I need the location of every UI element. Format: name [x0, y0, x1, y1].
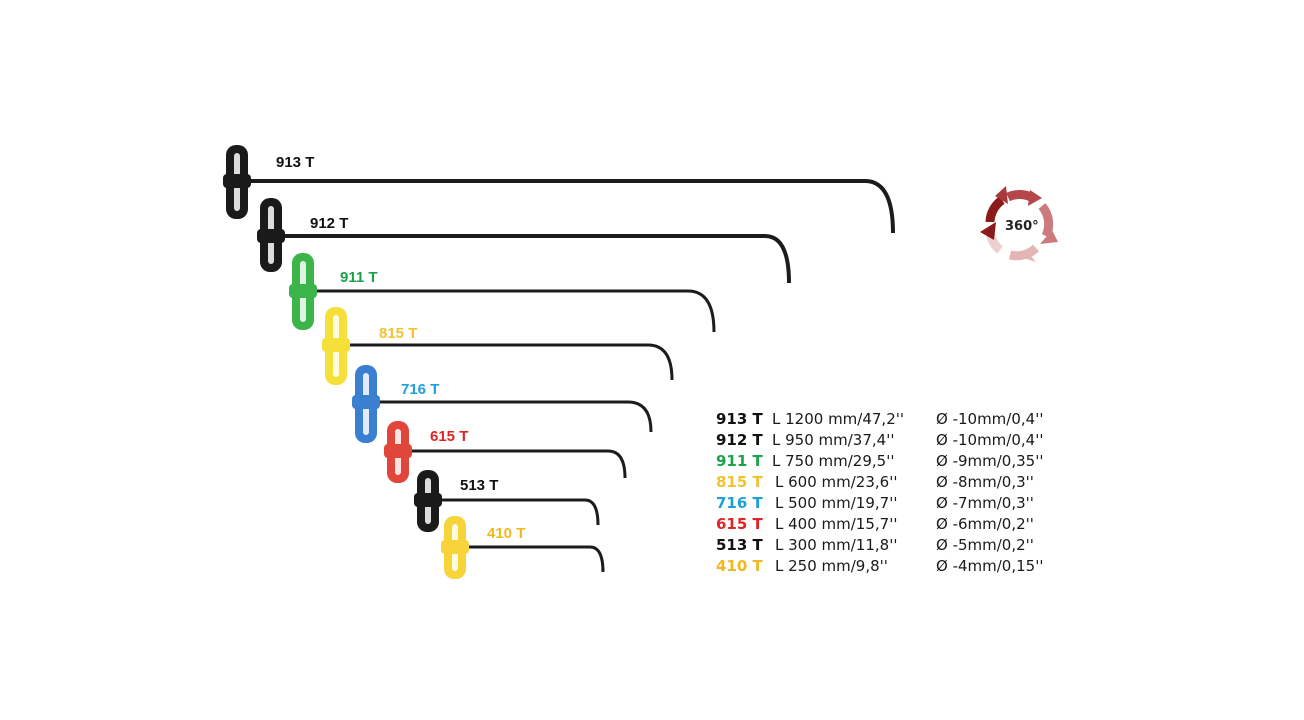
handle-crossbar: [322, 338, 350, 352]
rod-911t: [289, 253, 716, 333]
rod-label: 912 T: [310, 215, 349, 232]
rod-shaft: [303, 289, 716, 333]
rod-label: 716 T: [401, 381, 440, 398]
rod-716t: [352, 365, 653, 443]
spec-code: 716 T: [716, 494, 763, 512]
spec-diameter: Ø -7mm/0,3'': [936, 494, 1034, 512]
spec-length: L 300 mm/11,8'': [775, 536, 898, 554]
spec-length: L 400 mm/15,7'': [775, 515, 898, 533]
rod-shaft: [366, 400, 653, 433]
rod-label: 911 T: [340, 269, 378, 286]
handle-crossbar: [257, 229, 285, 243]
spec-diameter: Ø -5mm/0,2'': [936, 536, 1034, 554]
rod-513t: [414, 470, 600, 532]
rod-913t: [223, 145, 895, 234]
spec-diameter: Ø -9mm/0,35'': [936, 452, 1044, 470]
spec-diameter: Ø -8mm/0,3'': [936, 473, 1034, 491]
rod-shaft: [271, 234, 791, 284]
spec-length: L 500 mm/19,7'': [775, 494, 898, 512]
spec-length: L 600 mm/23,6'': [775, 473, 898, 491]
handle-crossbar: [352, 395, 380, 409]
spec-length: L 950 mm/37,4'': [772, 431, 895, 449]
rod-shaft: [336, 343, 674, 381]
rod-615t: [384, 421, 627, 483]
rod-label: 615 T: [430, 428, 469, 445]
spec-code: 410 T: [716, 557, 763, 575]
spec-diameter: Ø -4mm/0,15'': [936, 557, 1044, 575]
spec-code: 912 T: [716, 431, 763, 449]
rod-shaft: [428, 498, 600, 526]
rod-410t: [441, 516, 605, 579]
rod-label: 815 T: [379, 325, 418, 342]
spec-code: 911 T: [716, 452, 763, 470]
handle-crossbar: [384, 444, 412, 458]
spec-diameter: Ø -10mm/0,4'': [936, 431, 1044, 449]
spec-length: L 250 mm/9,8'': [775, 557, 888, 575]
spec-length: L 750 mm/29,5'': [772, 452, 895, 470]
spec-code: 815 T: [716, 473, 763, 491]
rod-912t: [257, 198, 791, 284]
rotation-360-label: 360°: [1005, 219, 1039, 234]
spec-length: L 1200 mm/47,2'': [772, 410, 904, 428]
rod-shaft: [398, 449, 627, 479]
handle-crossbar: [414, 493, 442, 507]
rod-shaft: [237, 179, 895, 234]
rod-shaft: [455, 545, 605, 573]
spec-code: 615 T: [716, 515, 763, 533]
rod-label: 913 T: [276, 154, 315, 171]
spec-diameter: Ø -6mm/0,2'': [936, 515, 1034, 533]
spec-code: 513 T: [716, 536, 763, 554]
handle-crossbar: [289, 284, 317, 298]
spec-diameter: Ø -10mm/0,4'': [936, 410, 1044, 428]
spec-code: 913 T: [716, 410, 763, 428]
rod-815t: [322, 307, 674, 385]
rod-label: 513 T: [460, 477, 499, 494]
rod-label: 410 T: [487, 525, 526, 542]
handle-crossbar: [223, 174, 251, 188]
handle-crossbar: [441, 540, 469, 554]
